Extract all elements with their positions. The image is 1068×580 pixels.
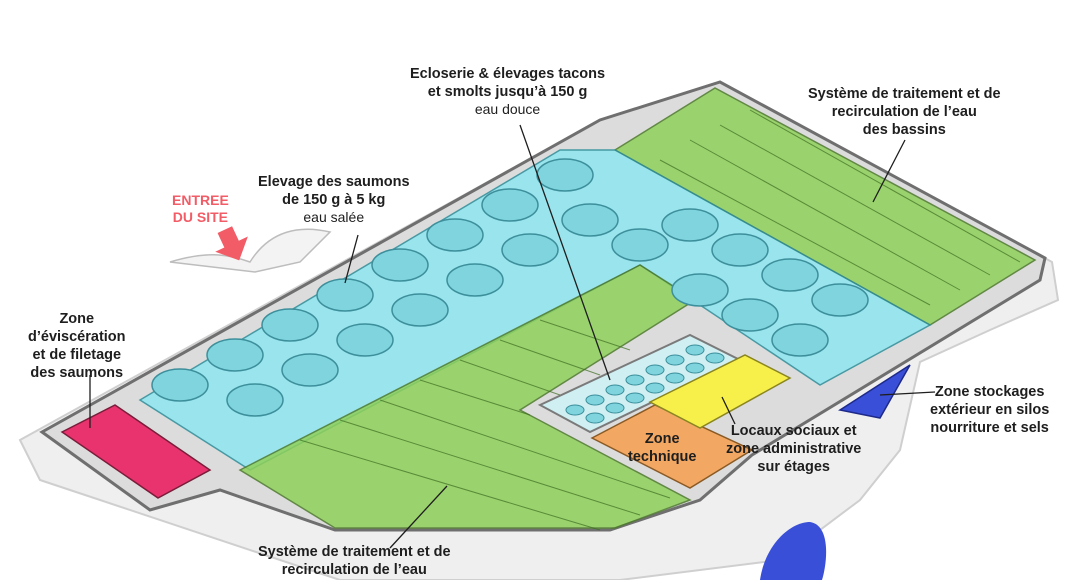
admin-zone xyxy=(648,354,792,429)
label-entree-line-2: DU SITE xyxy=(172,208,229,225)
label-locaux: Locaux sociaux et zone administrative su… xyxy=(726,422,861,476)
label-stockage-line-1: Zone stockages xyxy=(934,384,1045,400)
water-pond xyxy=(760,522,827,580)
label-entree-site: ENTREE DU SITE xyxy=(172,192,229,226)
label-traitement-bassins-line-2: recirculation de l’eau xyxy=(831,104,977,121)
label-evisceration-line-4: des saumons xyxy=(30,365,124,382)
label-entree-line-1: ENTREE xyxy=(172,192,229,208)
label-zone-technique: Zone technique xyxy=(628,430,696,466)
label-ecloserie-line-2: et smolts jusqu’à 150 g xyxy=(427,84,588,101)
label-traitement-eau-line-2: recirculation de l’eau xyxy=(281,562,427,579)
label-evisceration-line-1: Zone xyxy=(59,311,95,327)
access-road xyxy=(169,228,332,273)
recirculation-grid-lines xyxy=(299,109,1021,531)
label-elevage-saumons-sub: eau salée xyxy=(303,209,365,226)
label-ecloserie-line-1: Ecloserie & élevages tacons xyxy=(410,66,606,82)
label-stockage-line-3: nourriture et sels xyxy=(930,420,1049,437)
label-locaux-line-2: zone administrative xyxy=(726,441,862,458)
leader-lines xyxy=(89,124,936,549)
label-ecloserie-sub: eau douce xyxy=(474,101,541,118)
storage-zone xyxy=(838,364,911,419)
label-zone-technique-line-1: Zone xyxy=(644,431,680,447)
label-traitement-bassins-line-3: des bassins xyxy=(862,122,946,139)
label-stockage-line-2: extérieur en silos xyxy=(930,402,1050,419)
evisceration-zone xyxy=(60,404,212,499)
label-elevage-saumons-line-2: de 150 g à 5 kg xyxy=(282,192,386,209)
label-stockage: Zone stockages extérieur en silos nourri… xyxy=(930,383,1049,437)
salt-water-tanks xyxy=(151,158,869,417)
label-elevage-saumons: Elevage des saumons de 150 g à 5 kg eau … xyxy=(258,173,410,227)
label-evisceration: Zone d’éviscération et de filetage des s… xyxy=(28,310,126,383)
label-zone-technique-line-2: technique xyxy=(628,449,697,466)
label-traitement-bassins: Système de traitement et de recirculatio… xyxy=(808,85,1001,139)
label-traitement-eau-line-1: Système de traitement et de xyxy=(258,544,451,560)
label-evisceration-line-2: d’éviscération xyxy=(28,329,126,346)
recirculation-zone-eau xyxy=(238,264,697,529)
label-elevage-saumons-line-1: Elevage des saumons xyxy=(258,174,410,190)
label-evisceration-line-3: et de filetage xyxy=(32,347,122,364)
entrance-arrow xyxy=(215,226,248,261)
label-traitement-eau: Système de traitement et de recirculatio… xyxy=(258,543,451,579)
label-locaux-line-3: sur étages xyxy=(757,459,830,476)
label-traitement-bassins-line-1: Système de traitement et de xyxy=(808,86,1001,102)
label-locaux-line-1: Locaux sociaux et xyxy=(730,423,857,439)
technique-zone xyxy=(590,404,754,489)
hatchery-tanks xyxy=(565,344,725,424)
label-ecloserie: Ecloserie & élevages tacons et smolts ju… xyxy=(410,65,605,119)
